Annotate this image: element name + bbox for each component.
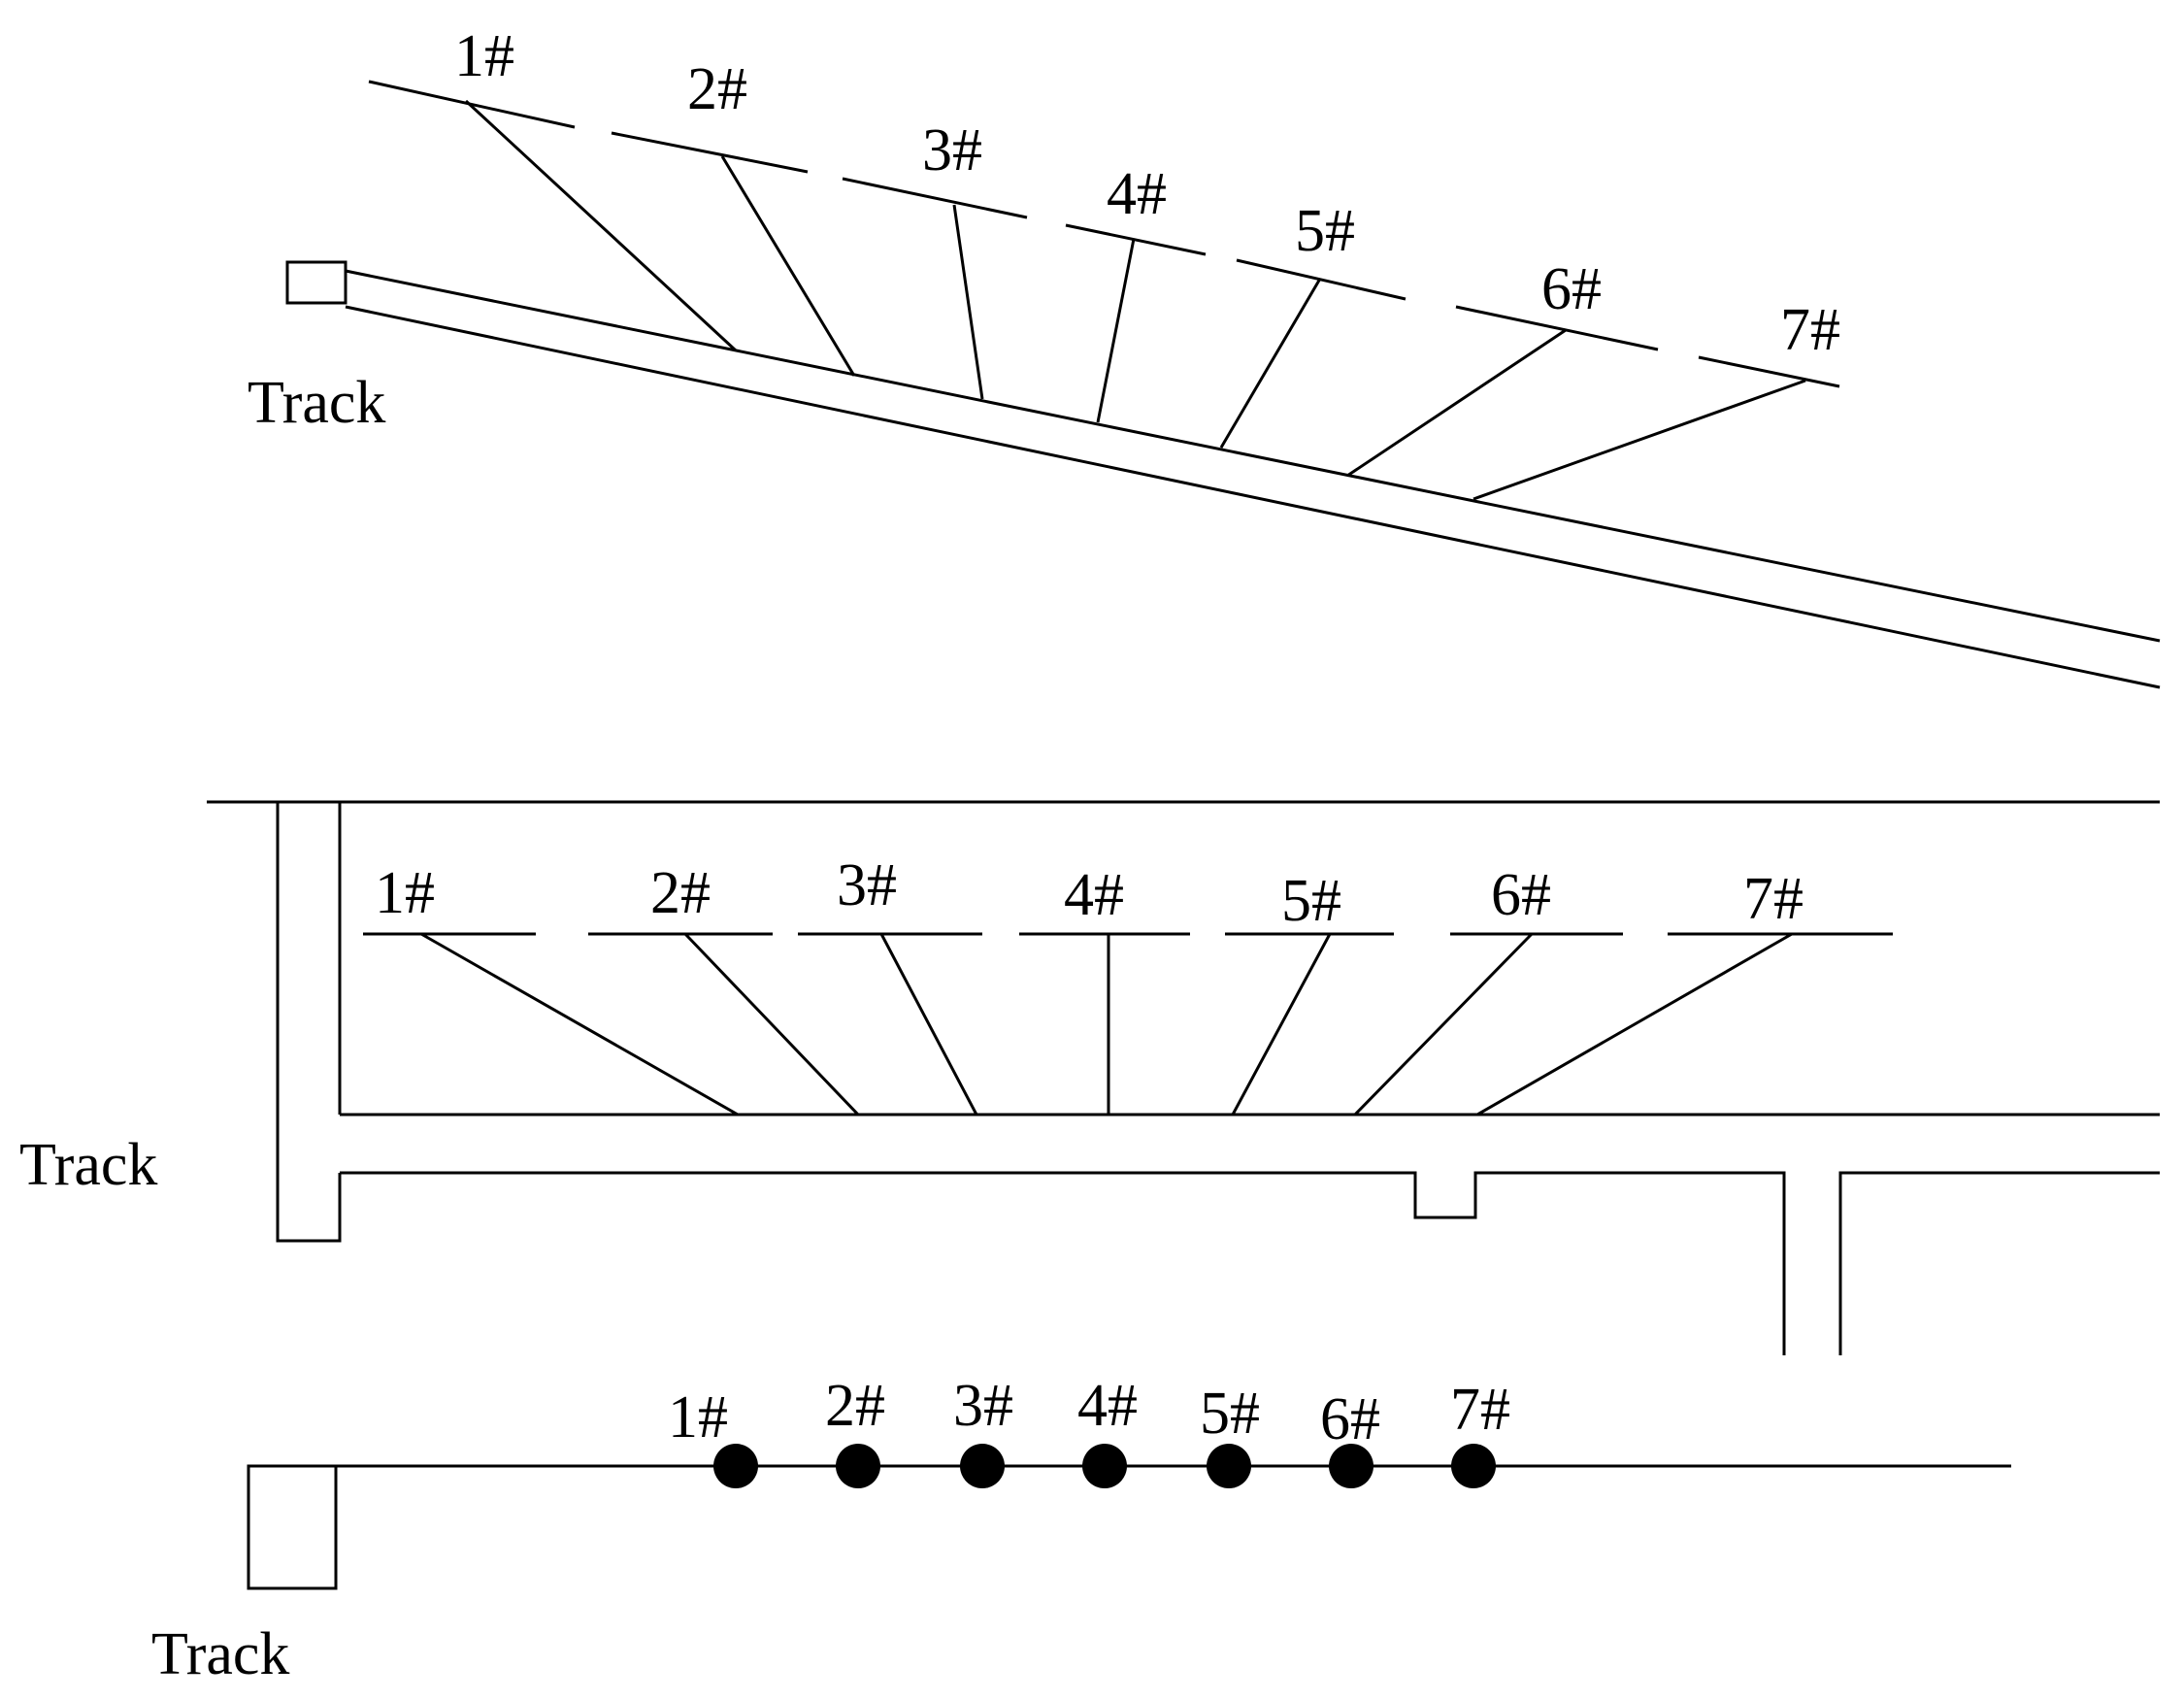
inclined-label-4: 4#	[1107, 161, 1167, 227]
horizontal-track-shaft	[276, 802, 342, 1243]
borehole-3	[952, 204, 984, 400]
borehole-6	[1353, 932, 1534, 1117]
dash-segment	[1698, 355, 1840, 388]
horizontal-label-3: 3#	[837, 852, 897, 918]
borehole-5	[1219, 278, 1322, 449]
borehole-5	[1231, 933, 1332, 1116]
section-points	[713, 1444, 1496, 1488]
borehole-1	[464, 99, 738, 352]
section-label-2: 2#	[825, 1373, 885, 1439]
inclined-borehole-labels: 1# 2# 3# 4# 5# 6# 7#	[454, 23, 1840, 363]
point-4	[1082, 1444, 1127, 1488]
dash-segment	[1065, 223, 1207, 256]
horizontal-track-label: Track	[19, 1132, 157, 1198]
horizontal-label-2: 2#	[650, 860, 711, 926]
section-label-7: 7#	[1450, 1377, 1510, 1443]
inclined-dashed-line	[368, 80, 1840, 388]
inclined-label-7: 7#	[1780, 297, 1840, 363]
section-label-6: 6#	[1320, 1386, 1380, 1452]
dash-segment	[611, 131, 809, 174]
borehole-2	[683, 932, 860, 1117]
dash-segment	[368, 80, 576, 129]
horizontal-branch-right	[1838, 1171, 2160, 1355]
section-label-4: 4#	[1077, 1373, 1138, 1439]
borehole-1	[420, 932, 739, 1117]
horizontal-label-1: 1#	[375, 860, 435, 926]
section-label-5: 5#	[1200, 1381, 1260, 1447]
inclined-view: Track 1# 2# 3# 4# 5# 6#	[248, 23, 2161, 689]
borehole-6	[1346, 328, 1567, 478]
section-track-label: Track	[151, 1621, 289, 1687]
inclined-roadway-lower-wall	[345, 305, 2161, 689]
horizontal-label-5: 5#	[1281, 868, 1341, 934]
inclined-label-2: 2#	[687, 56, 747, 122]
section-view: Track 1# 2# 3# 4# 5# 6# 7#	[151, 1373, 2011, 1687]
horizontal-label-6: 6#	[1491, 862, 1551, 928]
section-label-1: 1#	[668, 1384, 728, 1450]
point-7	[1451, 1444, 1496, 1488]
borehole-3	[879, 933, 978, 1116]
point-3	[960, 1444, 1005, 1488]
point-1	[713, 1444, 758, 1488]
inclined-label-5: 5#	[1295, 198, 1355, 264]
borehole-2	[720, 155, 856, 377]
horizontal-borehole-labels: 1# 2# 3# 4# 5# 6# 7#	[375, 852, 1803, 934]
horizontal-view: Track 1# 2# 3# 4# 5# 6#	[19, 800, 2160, 1355]
section-track-stub	[247, 1464, 338, 1590]
section-point-labels: 1# 2# 3# 4# 5# 6# 7#	[668, 1373, 1510, 1452]
inclined-boreholes	[464, 99, 1806, 501]
inclined-track-stub	[285, 260, 347, 305]
point-6	[1329, 1444, 1373, 1488]
borehole-4	[1096, 238, 1136, 423]
point-5	[1207, 1444, 1251, 1488]
inclined-roadway-upper-wall	[345, 269, 2161, 643]
horizontal-label-7: 7#	[1743, 866, 1803, 932]
section-label-3: 3#	[953, 1373, 1013, 1439]
inclined-label-1: 1#	[454, 23, 514, 89]
horizontal-label-4: 4#	[1064, 862, 1124, 928]
horizontal-boreholes	[420, 932, 1793, 1117]
dash-segment	[842, 177, 1028, 219]
borehole-7	[1476, 932, 1793, 1117]
inclined-track-label: Track	[248, 370, 385, 436]
point-2	[836, 1444, 880, 1488]
borehole-7	[1473, 379, 1806, 501]
inclined-label-3: 3#	[922, 117, 982, 183]
inclined-label-6: 6#	[1541, 256, 1602, 322]
dash-segment	[1455, 305, 1659, 351]
horizontal-roadway-lower	[340, 1171, 1786, 1355]
